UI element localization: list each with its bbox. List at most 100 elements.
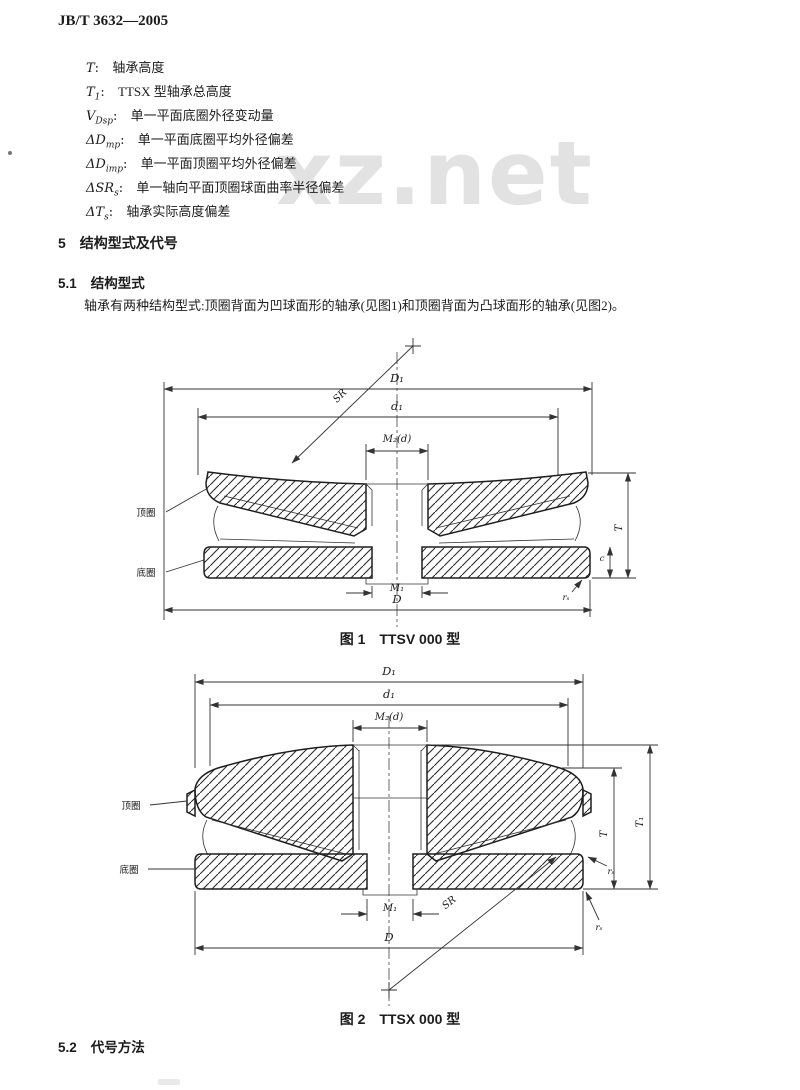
symbol-item: VDsp: 单一平面底圈外径变动量	[86, 104, 344, 128]
symbol: ΔSRs:	[86, 181, 124, 199]
symbol-colon: :	[100, 85, 105, 100]
fig1-label-M1: M₁	[389, 583, 404, 594]
scan-artifact-smudge	[158, 1079, 180, 1085]
fig1-dimension-rs: rₛ	[563, 579, 583, 603]
symbol-desc: 单一平面顶圈平均外径偏差	[140, 156, 297, 171]
fig2-dimension-T1: T₁	[635, 744, 654, 890]
fig2-label-rs: rₛ	[608, 867, 615, 877]
fig2-dimension-d1: d₁	[209, 687, 569, 766]
fig1-label-D1: D₁	[389, 371, 404, 385]
fig1-label-c: c	[600, 554, 605, 564]
symbol-item: ΔSRs: 单一轴向平面顶圈球面曲率半径偏差	[86, 176, 344, 200]
symbol-colon: :	[113, 109, 118, 124]
section-title: 代号方法	[90, 1040, 145, 1055]
symbol-colon: :	[94, 61, 100, 76]
fig2-label-T1: T₁	[635, 817, 646, 828]
symbol-colon: :	[108, 205, 114, 220]
figure-2-caption-title: TTSX 000 型	[379, 1011, 461, 1027]
fig2-ring-labels: 顶圈 底圈	[119, 800, 194, 876]
symbol: ΔDimp:	[86, 157, 128, 175]
fig1-label-top-ring: 顶圈	[136, 508, 155, 519]
fig2-dimension-D: D	[194, 891, 584, 955]
symbol-item: ΔTs: 轴承实际高度偏差	[86, 200, 344, 224]
symbol-item: ΔDimp: 单一平面顶圈平均外径偏差	[86, 152, 344, 176]
doc-number: JB/T 3632—2005	[58, 13, 169, 29]
fig1-label-T: T	[614, 523, 625, 531]
symbol-desc: 轴承实际高度偏差	[126, 204, 231, 219]
fig1-top-ring	[205, 471, 589, 537]
symbol-base: V	[86, 109, 96, 124]
fig1-seat-washer	[213, 505, 581, 544]
figure-1-caption-number: 图 1	[339, 631, 366, 647]
section-5-2-heading: 5.2 代号方法	[58, 1036, 145, 1056]
figure-2-caption: 图 2 TTSX 000 型	[0, 1009, 800, 1029]
fig2-dimension-rs-bottom: rₛ	[585, 891, 603, 933]
symbol: ΔDmp:	[86, 133, 125, 151]
symbol-sub: imp	[105, 164, 123, 175]
section-title: 结构型式及代号	[79, 235, 178, 251]
symbol-desc: 轴承高度	[112, 60, 165, 75]
fig1-ring-labels: 顶圈 底圈	[136, 487, 209, 579]
body-paragraph: 轴承有两种结构型式:顶圈背面为凹球面形的轴承(见图1)和顶圈背面为凸球面形的轴承…	[84, 298, 625, 313]
symbol-base: T	[86, 85, 95, 100]
section-5-heading: 5 结构型式及代号	[58, 233, 178, 253]
fig2-label-d1: d₁	[383, 687, 395, 701]
scan-artifact-dot	[8, 151, 12, 155]
symbol-base: T	[86, 61, 95, 76]
symbol-desc: TTSX 型轴承总高度	[118, 84, 232, 99]
figure-2-caption-number: 图 2	[339, 1011, 366, 1027]
fig2-label-M2d: M₂(d)	[374, 712, 404, 723]
fig2-top-ring	[186, 744, 592, 862]
symbol-base: ΔSR	[86, 181, 115, 196]
fig1-bottom-ring	[203, 546, 591, 585]
symbol-item: T1: TTSX 型轴承总高度	[86, 80, 344, 104]
section-5-1-heading: 5.1 结构型式	[58, 272, 145, 292]
symbol-sub: s	[114, 188, 119, 199]
fig1-dimension-T: T	[588, 472, 636, 579]
fig1-dimension-d1: d₁	[197, 399, 559, 475]
fig2-label-M1: M₁	[382, 903, 397, 914]
fig2-label-bottom-ring: 底圈	[119, 864, 138, 876]
fig2-dimension-T: T	[427, 744, 658, 890]
fig2-label-D: D	[383, 930, 393, 944]
symbol: T:	[86, 61, 99, 76]
figure-1-drawing: D₁ d₁ M₂(d) SR M₁ D	[136, 338, 636, 627]
symbol: VDsp:	[86, 109, 118, 127]
fig1-dimension-M1: M₁	[346, 583, 448, 598]
symbol-sub: mp	[105, 140, 121, 151]
fig2-dimension-D1: D₁	[194, 664, 584, 768]
symbol-colon: :	[118, 181, 124, 196]
fig1-label-D: D	[391, 592, 401, 606]
figure-2-drawing: D₁ d₁ M₂(d) M₁ SR D	[119, 664, 658, 1006]
symbol-colon: :	[123, 157, 128, 172]
section-title: 结构型式	[90, 276, 145, 291]
fig1-label-M2d: M₂(d)	[382, 434, 412, 445]
symbol-sub: 1	[94, 92, 101, 103]
section-number: 5.2	[58, 1040, 77, 1055]
fig2-label-SR: SR	[440, 894, 458, 912]
fig2-dimension-rs-top: rₛ	[587, 856, 615, 877]
fig1-dimension-c: c	[600, 546, 614, 579]
fig2-bottom-ring	[194, 853, 584, 896]
fig2-label-rs: rₛ	[596, 923, 603, 933]
symbol-base: ΔD	[86, 133, 106, 148]
section-number: 5.1	[58, 276, 77, 291]
symbol-item: T: 轴承高度	[86, 56, 344, 80]
symbol-desc: 单一平面底圈外径变动量	[130, 108, 274, 123]
fig2-seat-washer	[202, 819, 576, 856]
fig1-dimension-M2d: M₂(d)	[365, 434, 429, 480]
fig1-label-bottom-ring: 底圈	[136, 567, 155, 579]
watermark: xz.net	[276, 122, 594, 225]
symbol: T1:	[86, 85, 105, 103]
section-number: 5	[58, 235, 66, 251]
fig1-dimension-D1: D₁	[163, 371, 593, 620]
symbol-base: ΔD	[86, 157, 106, 172]
symbol-sub: Dsp	[95, 116, 113, 127]
symbol-desc: 单一轴向平面顶圈球面曲率半径偏差	[136, 180, 345, 195]
symbol-definition-list: T: 轴承高度 T1: TTSX 型轴承总高度 VDsp: 单一平面底圈外径变动…	[86, 56, 344, 224]
fig2-label-T: T	[599, 829, 610, 837]
symbol-colon: :	[120, 133, 125, 148]
symbol-desc: 单一平面底圈平均外径偏差	[137, 132, 294, 147]
